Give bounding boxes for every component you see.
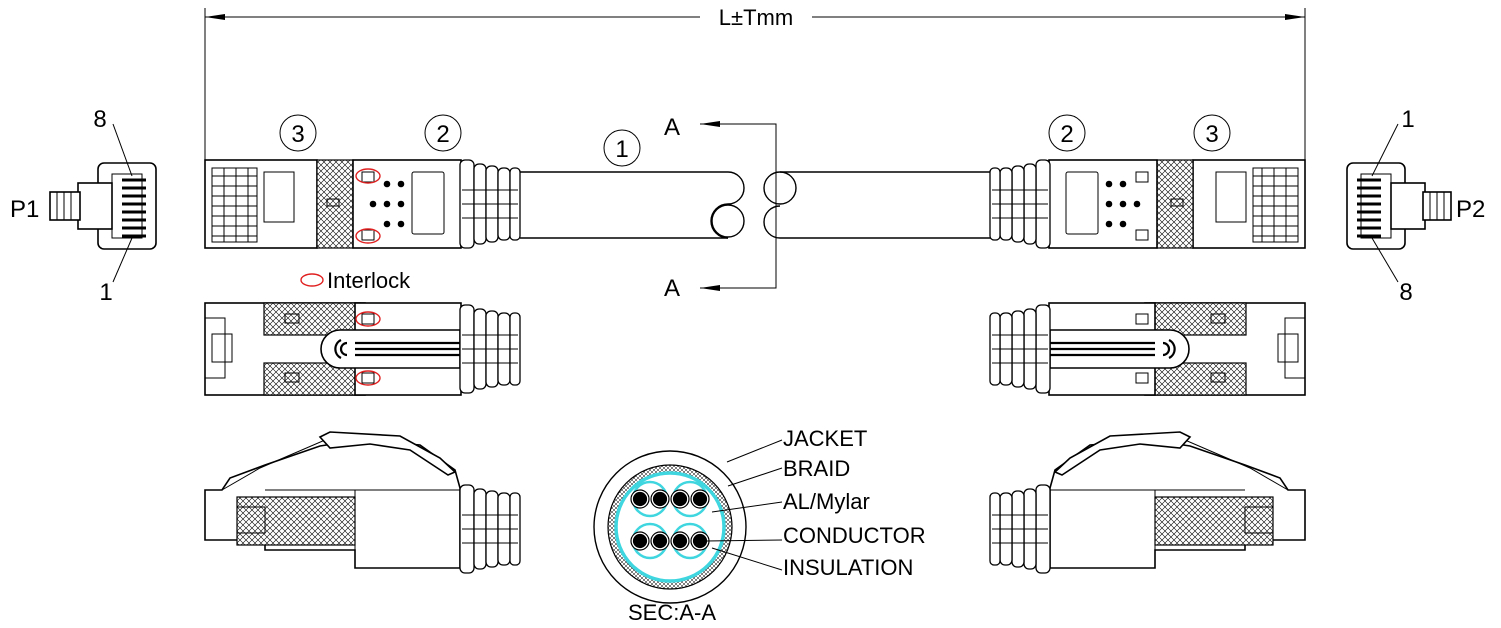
label-insulation: INSULATION	[783, 555, 913, 580]
balloon-cable: 1	[603, 129, 641, 167]
svg-text:2: 2	[436, 121, 449, 148]
svg-text:1: 1	[615, 136, 628, 163]
plug-face-p2: 1 8 P2	[1346, 106, 1485, 306]
label-conductor: CONDUCTOR	[783, 523, 926, 548]
interlock-label: Interlock	[327, 268, 411, 293]
p2-label: P2	[1456, 196, 1485, 223]
p2-pin-bottom-label: 8	[1399, 279, 1412, 306]
left-connector-side-view	[204, 431, 521, 574]
right-connector-side-view	[989, 431, 1306, 574]
cable-cross-section: JACKET BRAID AL/Mylar CONDUCTOR INSULATI…	[593, 426, 926, 625]
p2-pin-top-label: 1	[1401, 106, 1414, 133]
cable	[520, 171, 996, 239]
length-label: L±Tmm	[719, 5, 793, 30]
svg-text:3: 3	[1205, 121, 1218, 148]
left-connector-bottom-view	[204, 302, 521, 396]
label-braid: BRAID	[783, 456, 850, 481]
interlock-legend: Interlock	[300, 268, 411, 293]
balloon-right-plug: 3	[1193, 114, 1231, 152]
balloon-left-plug: 3	[279, 114, 317, 152]
svg-text:3: 3	[291, 121, 304, 148]
svg-text:2: 2	[1060, 121, 1073, 148]
overall-length-dimension: L±Tmm	[204, 5, 1306, 165]
right-connector-bottom-view	[989, 302, 1306, 396]
plug-face-p1: 8 1 P1	[10, 106, 157, 306]
section-mark-bottom: A	[664, 275, 680, 302]
section-mark-top: A	[664, 114, 680, 141]
left-connector-top-view	[204, 159, 521, 249]
p1-label: P1	[10, 196, 39, 223]
balloon-right-boot: 2	[1048, 114, 1086, 152]
section-cut-line: A A	[664, 114, 777, 302]
interlock-marker-icon	[300, 273, 324, 287]
label-al-mylar: AL/Mylar	[783, 489, 870, 514]
p1-pin-top-label: 8	[93, 106, 106, 133]
balloon-left-boot: 2	[424, 114, 462, 152]
p1-pin-bottom-label: 1	[99, 279, 112, 306]
label-jacket: JACKET	[783, 426, 867, 451]
section-title: SEC:A-A	[628, 600, 716, 625]
right-connector-top-view	[989, 159, 1306, 249]
